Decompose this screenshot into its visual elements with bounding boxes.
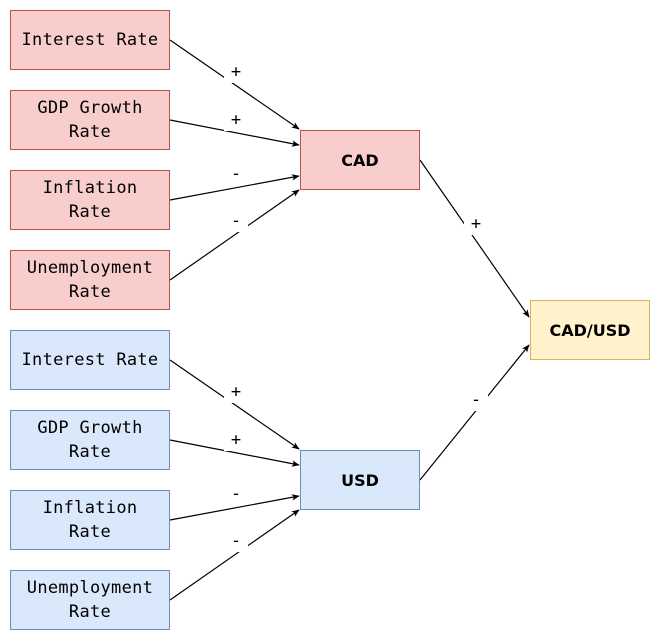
node-label-line: Rate	[68, 442, 112, 462]
node-label-line: Rate	[68, 122, 112, 142]
node-label-line: Inflation	[42, 178, 138, 198]
node-label-line: Rate	[68, 522, 112, 542]
node-label-line: Rate	[68, 202, 112, 222]
node-label: Inflation Rate	[43, 176, 138, 224]
cad-usd-node: CAD/USD	[530, 300, 650, 360]
node-label: Inflation Rate	[43, 496, 138, 544]
node-label-line: Unemployment	[26, 258, 154, 278]
node-label: USD	[341, 470, 379, 490]
usd-node: USD	[300, 450, 420, 510]
cad-unemployment-rate-node: Unemployment Rate	[10, 250, 170, 310]
node-label-line: Unemployment	[26, 578, 154, 598]
edge-sign-cad-unemployment: -	[224, 210, 248, 232]
edge-usd-gdp-to-usd	[169, 439, 300, 467]
node-label: GDP Growth Rate	[37, 96, 142, 144]
node-label-line: Rate	[68, 602, 112, 622]
node-label: Interest Rate	[21, 30, 159, 50]
edge-cad-unemployment-to-cad	[169, 189, 300, 281]
node-label: Unemployment Rate	[27, 256, 153, 304]
edge-cad-to-cadusd	[419, 159, 530, 318]
edge-cad-interest-to-cad	[169, 39, 300, 130]
usd-inflation-rate-node: Inflation Rate	[10, 490, 170, 550]
node-label: Interest Rate	[21, 350, 159, 370]
usd-gdp-growth-rate-node: GDP Growth Rate	[10, 410, 170, 470]
edge-sign-cad-gdp: +	[224, 109, 248, 131]
edge-sign-usd-gdp: +	[224, 429, 248, 451]
node-label: CAD	[341, 150, 379, 170]
node-label: CAD/USD	[549, 320, 631, 340]
edge-sign-usd-unemployment: -	[224, 530, 248, 552]
node-label: GDP Growth Rate	[37, 416, 142, 464]
edge-sign-cad-inflation: -	[224, 163, 248, 185]
edge-cad-inflation-to-cad	[169, 174, 300, 201]
edge-usd-inflation-to-usd	[169, 494, 300, 521]
usd-unemployment-rate-node: Unemployment Rate	[10, 570, 170, 630]
edge-sign-usd-inflation: -	[224, 483, 248, 505]
cad-interest-rate-node: Interest Rate	[10, 10, 170, 70]
edge-sign-usd-to-pair: -	[464, 389, 488, 411]
edge-usd-unemployment-to-usd	[169, 509, 300, 601]
edge-sign-cad-to-pair: +	[464, 213, 488, 235]
node-label-line: GDP Growth	[37, 98, 143, 118]
cad-node: CAD	[300, 130, 420, 190]
node-label-line: GDP Growth	[37, 418, 143, 438]
node-label-line: Inflation	[42, 498, 138, 518]
node-label-line: Rate	[68, 282, 112, 302]
node-label: Unemployment Rate	[27, 576, 153, 624]
edge-usd-interest-to-usd	[169, 359, 300, 450]
edge-sign-cad-interest: +	[224, 61, 248, 83]
cad-inflation-rate-node: Inflation Rate	[10, 170, 170, 230]
cad-gdp-growth-rate-node: GDP Growth Rate	[10, 90, 170, 150]
edge-usd-to-cadusd	[419, 344, 530, 481]
usd-interest-rate-node: Interest Rate	[10, 330, 170, 390]
edge-sign-usd-interest: +	[224, 381, 248, 403]
edge-cad-gdp-to-cad	[169, 119, 300, 147]
